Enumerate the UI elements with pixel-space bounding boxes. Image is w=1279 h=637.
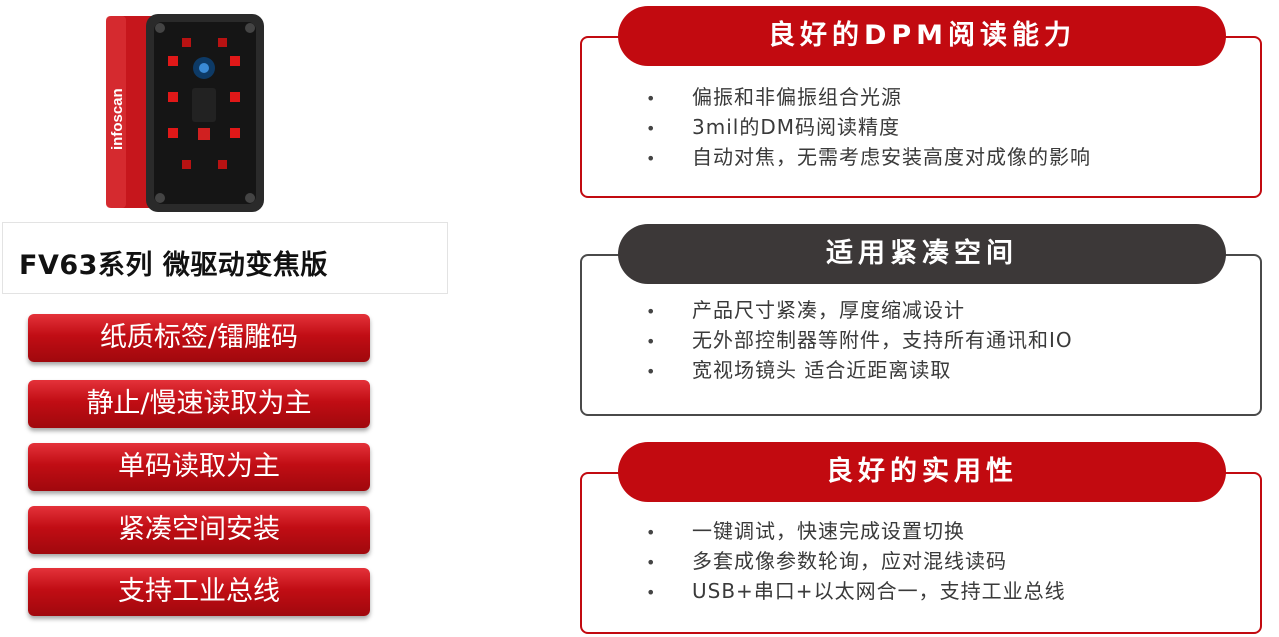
panel-dpm-list: •偏振和非偏振组合光源 •3mil的DM码阅读精度 •自动对焦，无需考虑安装高度… (646, 82, 1091, 172)
feature-compact-install[interactable]: 紧凑空间安装 (28, 506, 370, 554)
list-item: •自动对焦，无需考虑安装高度对成像的影响 (646, 142, 1091, 172)
bullet-icon: • (646, 523, 657, 542)
list-item: •多套成像参数轮询，应对混线读码 (646, 546, 1066, 576)
bullet-icon: • (646, 332, 657, 351)
list-item: •产品尺寸紧凑，厚度缩减设计 (646, 295, 1073, 325)
bullet-icon: • (646, 119, 657, 138)
bullet-icon: • (646, 583, 657, 602)
feature-industrial-bus[interactable]: 支持工业总线 (28, 568, 370, 616)
bullet-icon: • (646, 362, 657, 381)
list-item: •3mil的DM码阅读精度 (646, 112, 1091, 142)
feature-paper-label[interactable]: 纸质标签/镭雕码 (28, 314, 370, 362)
bullet-icon: • (646, 553, 657, 572)
list-item: •偏振和非偏振组合光源 (646, 82, 1091, 112)
panel-practical-list: •一键调试，快速完成设置切换 •多套成像参数轮询，应对混线读码 •USB+串口+… (646, 516, 1066, 606)
list-item: •无外部控制器等附件，支持所有通讯和IO (646, 325, 1073, 355)
product-title: FV63系列 微驱动变焦版 (19, 250, 328, 281)
list-item: •一键调试，快速完成设置切换 (646, 516, 1066, 546)
panel-dpm-header: 良好的DPM阅读能力 (618, 6, 1226, 66)
panel-compact-list: •产品尺寸紧凑，厚度缩减设计 •无外部控制器等附件，支持所有通讯和IO •宽视场… (646, 295, 1073, 385)
bullet-icon: • (646, 302, 657, 321)
panel-practical-header: 良好的实用性 (618, 442, 1226, 502)
feature-single-code[interactable]: 单码读取为主 (28, 443, 370, 491)
infoscan-logo: infoscan (109, 88, 126, 150)
product-image: infoscan (106, 14, 264, 212)
list-item: •宽视场镜头 适合近距离读取 (646, 355, 1073, 385)
list-item: •USB+串口+以太网合一，支持工业总线 (646, 576, 1066, 606)
product-title-box: FV63系列 微驱动变焦版 (2, 222, 448, 294)
panel-compact-header: 适用紧凑空间 (618, 224, 1226, 284)
bullet-icon: • (646, 89, 657, 108)
bullet-icon: • (646, 149, 657, 168)
feature-static-reading[interactable]: 静止/慢速读取为主 (28, 380, 370, 428)
